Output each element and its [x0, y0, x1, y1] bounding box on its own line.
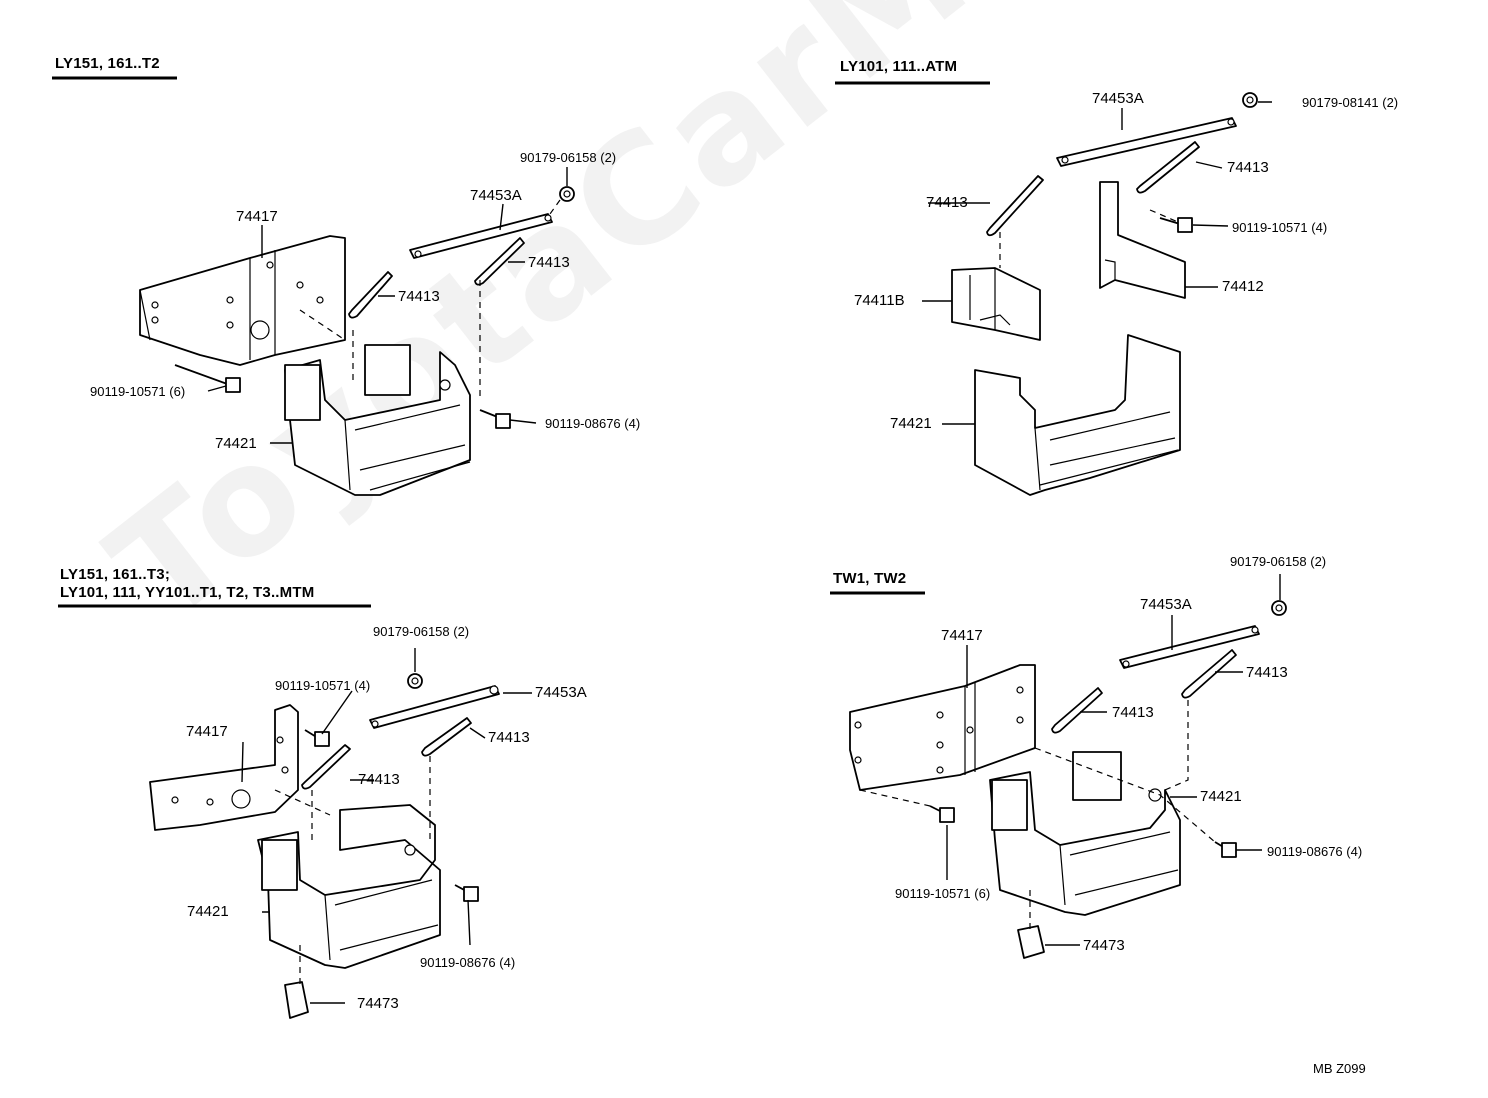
label-74413-right: 74413: [528, 254, 570, 271]
section-3-header: LY151, 161..T3; LY101, 111, YY101..T1, T…: [60, 566, 314, 602]
j-bolt-74413-right: [421, 717, 472, 757]
bracket-74417: [139, 235, 346, 366]
label-74453A: 74453A: [1092, 90, 1144, 107]
label-90119-10571: 90119-10571 (6): [895, 886, 991, 901]
label-74421: 74421: [187, 903, 229, 920]
j-bolt-74413-left: [348, 271, 393, 319]
bolt-90119-08676: [1214, 841, 1237, 858]
section-1-drawing: [52, 76, 575, 496]
label-74473: 74473: [1083, 937, 1125, 954]
label-74413-left: 74413: [358, 771, 400, 788]
section-3-header-line-1: LY151, 161..T3;: [60, 566, 171, 583]
rod-74453A: [369, 685, 500, 729]
cap-74473: [284, 981, 309, 1019]
label-74421: 74421: [215, 435, 257, 452]
label-90179-06158: 90179-06158 (2): [373, 624, 470, 639]
label-74421: 74421: [1200, 788, 1242, 805]
label-74453A: 74453A: [535, 684, 587, 701]
section-2-header: LY101, 111..ATM: [840, 58, 957, 76]
tray-74421-rear-lug: [364, 344, 411, 396]
label-74412: 74412: [1222, 278, 1264, 295]
footer-code: MB Z099: [1313, 1061, 1366, 1076]
label-74417: 74417: [941, 627, 983, 644]
label-90179-08141: 90179-08141 (2): [1302, 95, 1399, 110]
label-74453A: 74453A: [1140, 596, 1192, 613]
label-90179-06158: 90179-06158 (2): [520, 150, 617, 165]
tray-74421: [974, 334, 1181, 496]
bracket-74411B: [951, 267, 1041, 341]
label-74473: 74473: [357, 995, 399, 1012]
rod-74453A: [1119, 625, 1260, 669]
bolt-90119-08676: [479, 409, 511, 429]
tray-74421-lug: [284, 364, 321, 421]
tray-74421-rear-lug: [1072, 751, 1122, 801]
label-74411B: 74411B: [854, 292, 905, 309]
section-1-header: LY151, 161..T2: [55, 55, 160, 73]
label-74413-left: 74413: [926, 194, 968, 211]
label-74417: 74417: [236, 208, 278, 225]
section-4-drawing: [830, 574, 1287, 959]
section-4-header: TW1, TW2: [833, 570, 906, 588]
section-2-header-line: LY101, 111..ATM: [840, 58, 958, 75]
label-90119-10571: 90119-10571 (4): [1232, 220, 1328, 235]
j-bolt-74413-left: [301, 744, 351, 790]
bolt-90119-08676: [454, 884, 479, 902]
section-3-header-line-2: LY101, 111, YY101..T1, T2, T3..MTM: [60, 584, 315, 601]
section-1-header-line: LY151, 161..T2: [55, 55, 160, 72]
label-74417: 74417: [186, 723, 228, 740]
label-90119-08676: 90119-08676 (4): [545, 416, 641, 431]
bolt-90119-10571: [1159, 217, 1193, 233]
tray-74421-lug: [991, 779, 1028, 831]
rod-74453A: [1056, 117, 1237, 167]
rod-74453A: [409, 213, 553, 259]
label-90119-10571: 90119-10571 (6): [90, 384, 186, 399]
j-bolt-74413-right: [474, 237, 525, 286]
label-74413-left: 74413: [398, 288, 440, 305]
label-74413-right: 74413: [1227, 159, 1269, 176]
tray-74421: [284, 351, 471, 496]
label-90119-10571: 90119-10571 (4): [275, 678, 371, 693]
j-bolt-74413-right: [1136, 141, 1200, 194]
j-bolt-74413-right: [1181, 649, 1237, 699]
bolt-90119-10571: [304, 729, 330, 747]
tray-74421: [989, 771, 1181, 916]
tray-74421: [257, 804, 441, 969]
label-90119-08676: 90119-08676 (4): [1267, 844, 1363, 859]
bolt-90119-10571: [929, 805, 955, 823]
bolt-90119-10571: [174, 364, 241, 393]
cap-74473: [1017, 925, 1045, 959]
label-74413-right: 74413: [1246, 664, 1288, 681]
section-4-header-line: TW1, TW2: [833, 570, 907, 587]
label-74421: 74421: [890, 415, 932, 432]
j-bolt-74413-left: [986, 175, 1044, 237]
label-90119-08676: 90119-08676 (4): [420, 955, 516, 970]
section-2-drawing: [835, 81, 1272, 496]
section-3-drawing: [58, 604, 532, 1019]
label-74453A: 74453A: [470, 187, 522, 204]
label-74413-left: 74413: [1112, 704, 1154, 721]
bracket-74417: [149, 704, 299, 831]
tray-74421-lug: [261, 839, 298, 891]
bracket-74412: [1099, 181, 1186, 299]
label-90179-06158: 90179-06158 (2): [1230, 554, 1327, 569]
label-74413-right: 74413: [488, 729, 530, 746]
j-bolt-74413-left: [1051, 687, 1103, 734]
